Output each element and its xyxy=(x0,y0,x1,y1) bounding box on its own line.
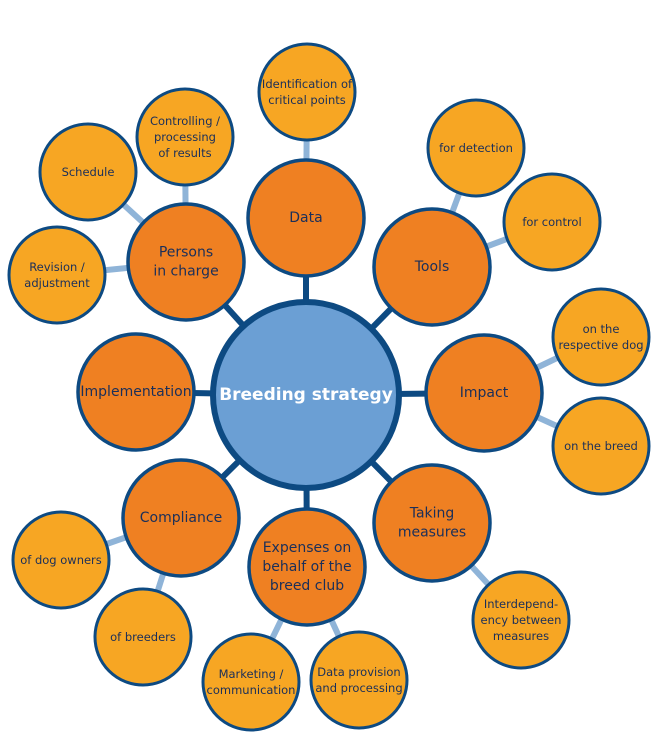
main-circle xyxy=(372,463,492,583)
leaf-label: of results xyxy=(158,146,211,160)
leaf-label: adjustment xyxy=(24,276,90,290)
leaf-circle xyxy=(426,98,526,198)
main-node-implementation: Implementation xyxy=(76,332,196,452)
leaf-circle xyxy=(93,587,193,687)
leaf-circle xyxy=(551,396,651,496)
leaf-label: communication xyxy=(207,683,296,697)
leaf-label: of breeders xyxy=(110,630,176,644)
center-label: Breeding strategy xyxy=(219,385,393,405)
main-label: breed club xyxy=(270,578,344,594)
main-node-expenses: Expenses on behalf of the breed club xyxy=(247,507,367,627)
leaf-label: on the breed xyxy=(564,439,638,453)
leaf-node-on-breed: on the breed xyxy=(551,396,651,496)
leaf-label: ency between xyxy=(481,613,562,627)
leaf-label: Controlling / xyxy=(150,114,220,128)
main-circle xyxy=(372,207,492,327)
leaf-node-on-dog: on the respective dog xyxy=(551,287,651,387)
main-node-compliance: Compliance xyxy=(121,458,241,578)
leaf-node-for-detection: for detection xyxy=(426,98,526,198)
leaf-label: Interdepend- xyxy=(484,597,558,611)
center-node: Breeding strategy xyxy=(210,299,402,491)
leaf-label: of dog owners xyxy=(20,553,102,567)
leaf-label: on the xyxy=(583,322,620,336)
leaf-label: respective dog xyxy=(558,338,643,352)
leaf-label: Marketing / xyxy=(219,667,284,681)
main-label: Compliance xyxy=(140,510,222,526)
leaf-circle xyxy=(201,632,301,732)
leaf-node-of-breeders: of breeders xyxy=(93,587,193,687)
leaf-label: Data provision xyxy=(317,665,400,679)
leaf-circle xyxy=(502,172,602,272)
main-label: Tools xyxy=(414,259,450,275)
leaf-circle xyxy=(135,87,235,187)
main-circle xyxy=(121,458,241,578)
leaf-label: measures xyxy=(493,629,549,643)
leaf-label: Schedule xyxy=(62,165,115,179)
leaf-label: Identification of xyxy=(262,77,353,91)
main-label: measures xyxy=(398,525,466,541)
leaf-circle xyxy=(11,510,111,610)
main-label: Persons xyxy=(159,245,213,261)
leaf-circle xyxy=(257,42,357,142)
main-node-data: Data xyxy=(246,158,366,278)
main-node-impact: Impact xyxy=(424,333,544,453)
leaf-circle xyxy=(471,570,571,670)
leaf-circle xyxy=(7,225,107,325)
main-label: behalf of the xyxy=(262,559,351,575)
main-circle xyxy=(247,507,367,627)
leaf-node-data-provision: Data provision and processing xyxy=(309,630,409,730)
leaf-label: and processing xyxy=(315,681,402,695)
main-node-tools: Tools xyxy=(372,207,492,327)
main-circle xyxy=(424,333,544,453)
leaf-node-interdependency: Interdepend-ency between measures xyxy=(471,570,571,670)
leaf-label: processing xyxy=(154,130,216,144)
main-circle xyxy=(246,158,366,278)
main-label: Implementation xyxy=(80,384,191,400)
center-circle xyxy=(210,299,402,491)
leaf-node-of-dog-owners: of dog owners xyxy=(11,510,111,610)
main-circle xyxy=(126,202,246,322)
leaf-node-schedule: Schedule xyxy=(38,122,138,222)
main-label: Taking xyxy=(409,506,455,522)
main-label: Impact xyxy=(460,385,509,401)
leaf-node-marketing: Marketing / communication xyxy=(201,632,301,732)
leaf-nodes: Identification of critical points for dete… xyxy=(7,42,651,732)
main-node-taking-measures: Taking measures xyxy=(372,463,492,583)
leaf-label: for control xyxy=(522,215,581,229)
leaf-node-identification: Identification of critical points xyxy=(257,42,357,142)
main-label: in charge xyxy=(153,264,218,280)
leaf-label: critical points xyxy=(268,93,346,107)
main-label: Data xyxy=(289,210,322,226)
leaf-circle xyxy=(38,122,138,222)
main-circle xyxy=(76,332,196,452)
leaf-label: Revision / xyxy=(29,260,85,274)
main-label: Expenses on xyxy=(263,540,352,556)
leaf-node-for-control: for control xyxy=(502,172,602,272)
leaf-circle xyxy=(309,630,409,730)
leaf-circle xyxy=(551,287,651,387)
leaf-node-revision: Revision / adjustment xyxy=(7,225,107,325)
main-node-persons-in-charge: Persons in charge xyxy=(126,202,246,322)
leaf-node-controlling: Controlling / processing of results xyxy=(135,87,235,187)
leaf-label: for detection xyxy=(439,141,513,155)
